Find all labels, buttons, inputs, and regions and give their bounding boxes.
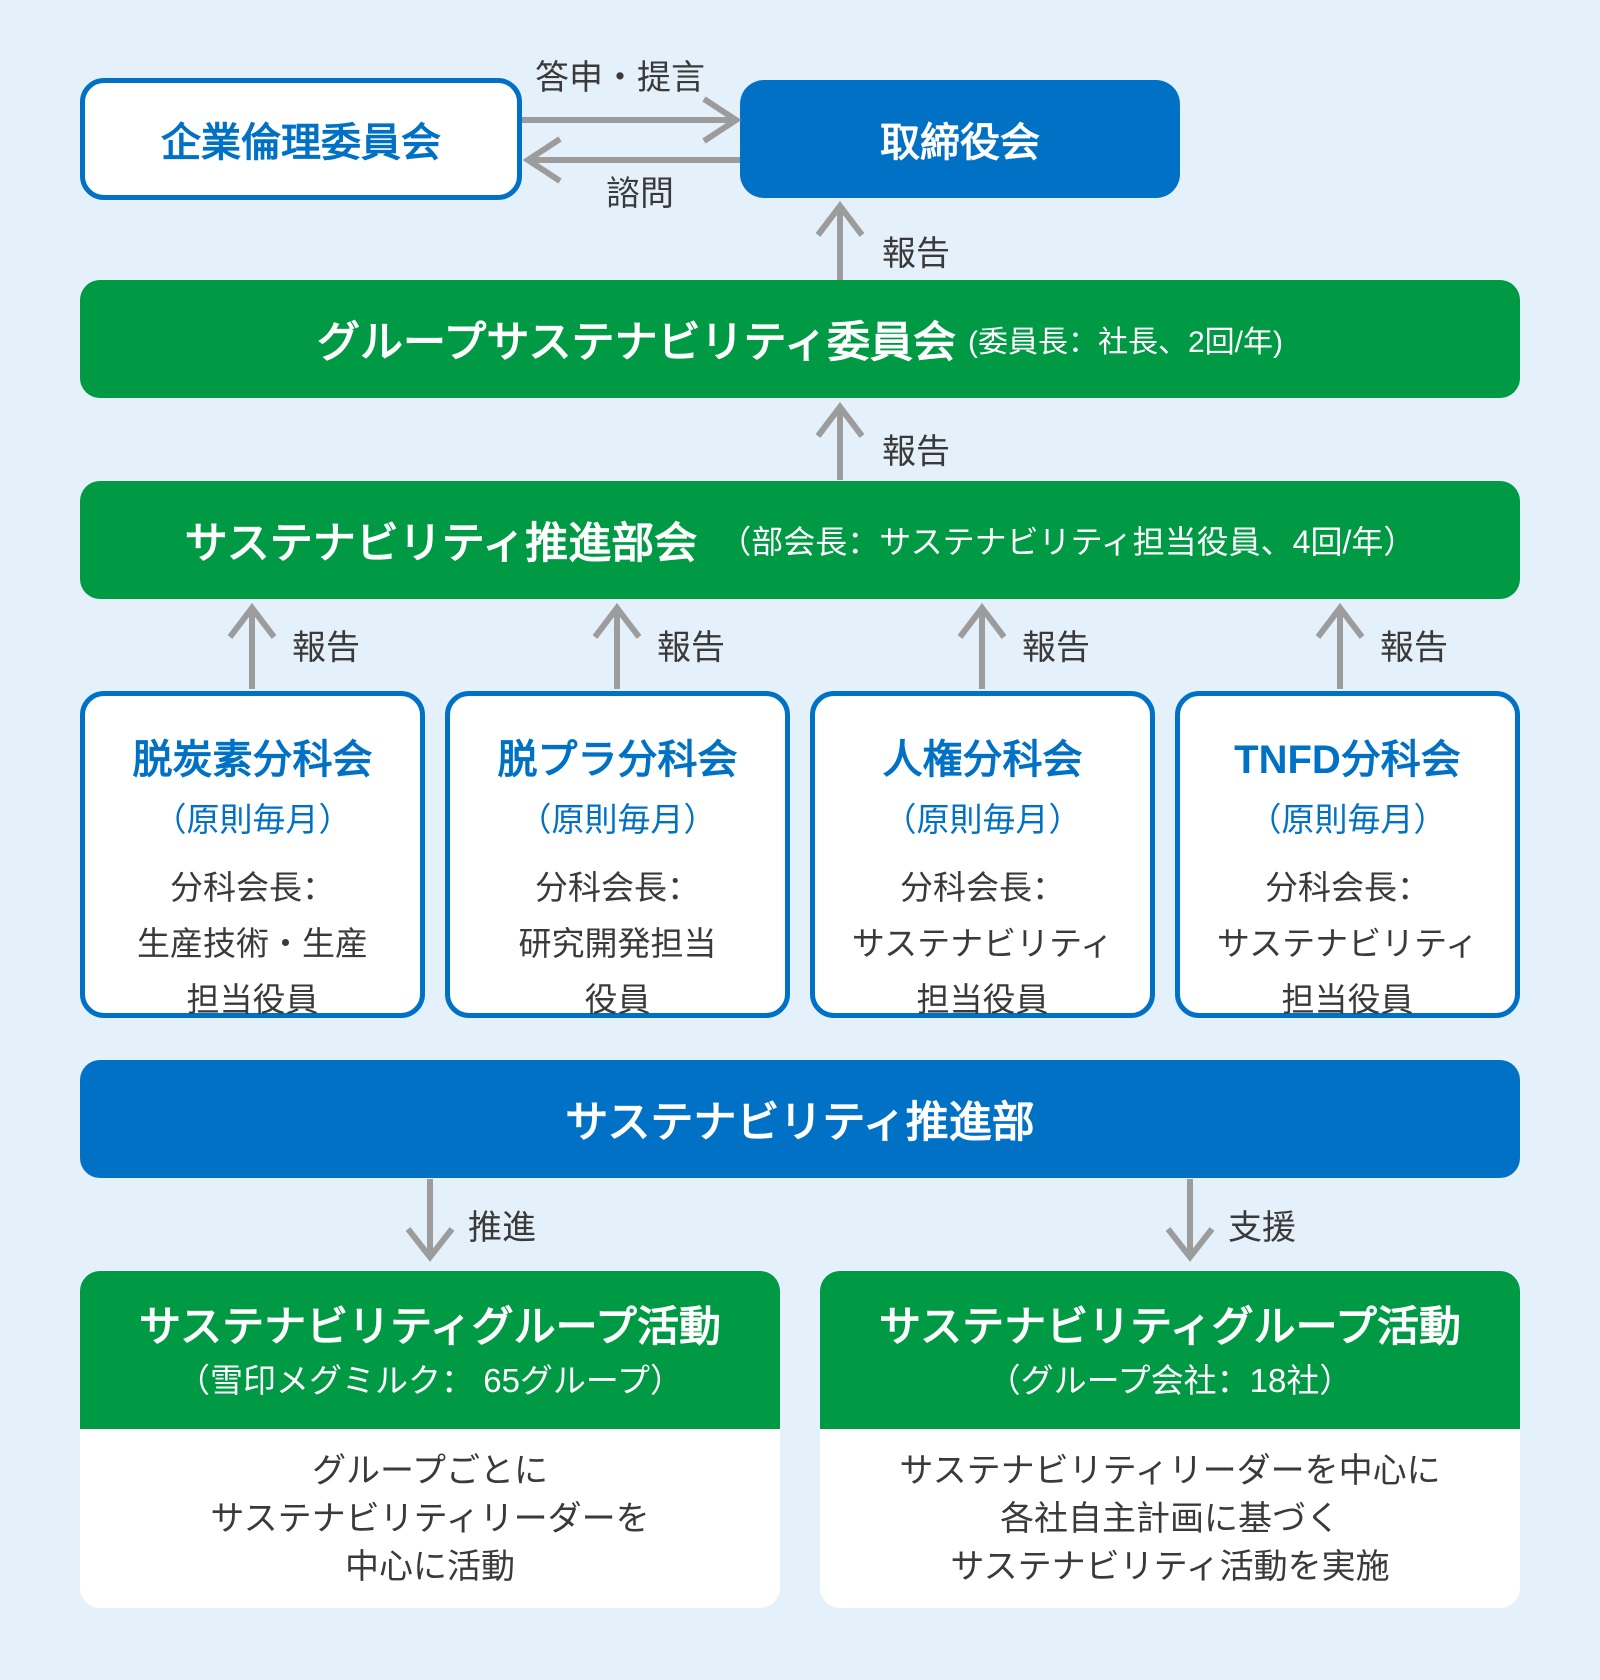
group-activity-body-snow-brand: グループごとに サステナビリティリーダーを 中心に活動 <box>80 1429 780 1608</box>
tnfd-subcommittee-frequency: （原則毎月） <box>1248 801 1447 838</box>
report-arrow-up-human-rights-icon <box>957 603 1007 689</box>
sustainability-promotion-department-title: サステナビリティ推進部 <box>565 1099 1035 1147</box>
ethics-committee-label: 企業倫理委員会 <box>161 121 441 165</box>
board-of-directors-box: 取締役会 <box>740 80 1180 198</box>
human-rights-subcommittee-chair: 分科会長： サステナビリティ 担当役員 <box>851 869 1114 1018</box>
report-arrow-up-to-committee-icon <box>815 402 865 480</box>
report-label-committee: 報告 <box>882 433 950 471</box>
sustainability-promotion-subcommittee-title: サステナビリティ推進部会 <box>184 520 698 568</box>
human-rights-subcommittee-frequency: （原則毎月） <box>883 801 1082 838</box>
deplastic-subcommittee-chair: 分科会長： 研究開発担当 役員 <box>518 869 717 1018</box>
group-activity-body-group-companies: サステナビリティリーダーを中心に 各社自主計画に基づく サステナビリティ活動を実… <box>820 1429 1520 1608</box>
decarbonization-subcommittee-title: 脱炭素分科会 <box>132 738 373 782</box>
sustainability-promotion-subcommittee-bar: サステナビリティ推進部会 （部会長：サステナビリティ担当役員、4回/年） <box>80 481 1520 599</box>
report-proposal-arrow-label: 答申・提言 <box>535 59 705 97</box>
group-activity-subtitle-group-companies: （グループ会社：18社） <box>987 1362 1353 1399</box>
deplastic-subcommittee-frequency: （原則毎月） <box>518 801 717 838</box>
group-activity-box-snow-brand: サステナビリティグループ活動 （雪印メグミルク： 65グループ） グループごとに… <box>80 1271 780 1608</box>
group-activity-header-snow-brand: サステナビリティグループ活動 （雪印メグミルク： 65グループ） <box>80 1271 780 1429</box>
ethics-committee-box: 企業倫理委員会 <box>80 78 522 200</box>
consultation-arrow-left-icon <box>522 136 740 184</box>
board-of-directors-label: 取締役会 <box>880 121 1040 165</box>
report-proposal-arrow-right-icon <box>522 96 742 144</box>
report-arrow-up-to-board-icon <box>815 201 865 281</box>
support-arrow-label: 支援 <box>1228 1209 1296 1247</box>
report-arrow-up-decarbonization-icon <box>227 603 277 689</box>
decarbonization-subcommittee-chair: 分科会長： 生産技術・生産 担当役員 <box>137 869 368 1018</box>
report-label-decarbonization: 報告 <box>292 629 360 667</box>
group-sustainability-committee-title: グループサステナビリティ委員会 <box>317 319 956 367</box>
group-activity-subtitle-snow-brand: （雪印メグミルク： 65グループ） <box>177 1362 683 1399</box>
report-arrow-up-tnfd-icon <box>1315 603 1365 689</box>
support-arrow-down-icon <box>1165 1179 1215 1262</box>
consultation-arrow-label: 諮問 <box>606 175 674 213</box>
group-sustainability-committee-note: (委員長：社長、2回/年) <box>967 326 1283 359</box>
group-activity-title-group-companies: サステナビリティグループ活動 <box>878 1303 1462 1350</box>
decarbonization-subcommittee-frequency: （原則毎月） <box>153 801 352 838</box>
report-label-tnfd: 報告 <box>1380 629 1448 667</box>
sustainability-promotion-department-bar: サステナビリティ推進部 <box>80 1060 1520 1178</box>
sustainability-promotion-subcommittee-note: （部会長：サステナビリティ担当役員、4回/年） <box>719 524 1416 560</box>
human-rights-subcommittee-title: 人権分科会 <box>882 738 1083 782</box>
report-arrow-up-deplastic-icon <box>592 603 642 689</box>
promote-arrow-label: 推進 <box>468 1209 536 1247</box>
tnfd-subcommittee-title: TNFD分科会 <box>1234 738 1461 782</box>
group-sustainability-committee-bar: グループサステナビリティ委員会 (委員長：社長、2回/年) <box>80 280 1520 398</box>
decarbonization-subcommittee-box: 脱炭素分科会 （原則毎月） 分科会長： 生産技術・生産 担当役員 <box>80 691 425 1018</box>
report-label-board: 報告 <box>882 235 950 273</box>
group-activity-header-group-companies: サステナビリティグループ活動 （グループ会社：18社） <box>820 1271 1520 1429</box>
deplastic-subcommittee-box: 脱プラ分科会 （原則毎月） 分科会長： 研究開発担当 役員 <box>445 691 790 1018</box>
deplastic-subcommittee-title: 脱プラ分科会 <box>497 738 738 782</box>
report-label-human-rights: 報告 <box>1022 629 1090 667</box>
group-activity-box-group-companies: サステナビリティグループ活動 （グループ会社：18社） サステナビリティリーダー… <box>820 1271 1520 1608</box>
human-rights-subcommittee-box: 人権分科会 （原則毎月） 分科会長： サステナビリティ 担当役員 <box>810 691 1155 1018</box>
promote-arrow-down-icon <box>405 1179 455 1262</box>
group-activity-title-snow-brand: サステナビリティグループ活動 <box>138 1303 722 1350</box>
tnfd-subcommittee-chair: 分科会長： サステナビリティ 担当役員 <box>1216 869 1479 1018</box>
tnfd-subcommittee-box: TNFD分科会 （原則毎月） 分科会長： サステナビリティ 担当役員 <box>1175 691 1520 1018</box>
report-label-deplastic: 報告 <box>657 629 725 667</box>
